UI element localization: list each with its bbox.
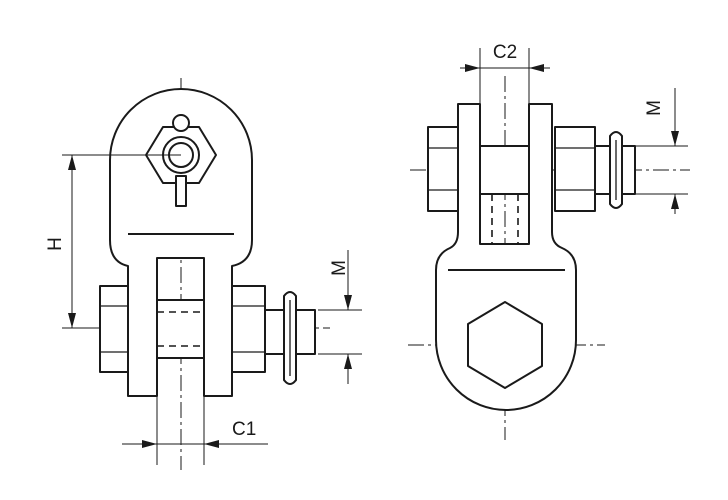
left-view: H M C1 — [45, 78, 362, 470]
m-label-right: M — [644, 100, 665, 116]
h-label: H — [45, 237, 66, 251]
m-label-left: M — [329, 260, 350, 276]
right-view: C2 M — [408, 42, 690, 440]
right-nut — [554, 126, 596, 212]
right-cotter-pin — [609, 131, 623, 209]
h-dimension — [62, 154, 181, 329]
c1-label: C1 — [232, 419, 256, 440]
left-small-pin-hole — [172, 114, 190, 132]
left-bolt-head — [99, 285, 131, 373]
right-hex — [467, 301, 543, 389]
c2-label: C2 — [493, 42, 517, 63]
left-bolt-in-slot — [156, 299, 205, 359]
m-dimension-left — [318, 250, 362, 384]
left-locking-pin — [175, 175, 187, 207]
c2-dimension — [460, 48, 550, 104]
left-clevis-body — [109, 88, 253, 397]
c1-dimension — [122, 396, 268, 465]
left-nut — [229, 285, 266, 373]
right-bolt-head — [427, 126, 459, 212]
right-bolt-in-slot — [479, 145, 530, 195]
left-cotter-pin — [283, 291, 297, 385]
m-dimension-right — [635, 88, 688, 214]
